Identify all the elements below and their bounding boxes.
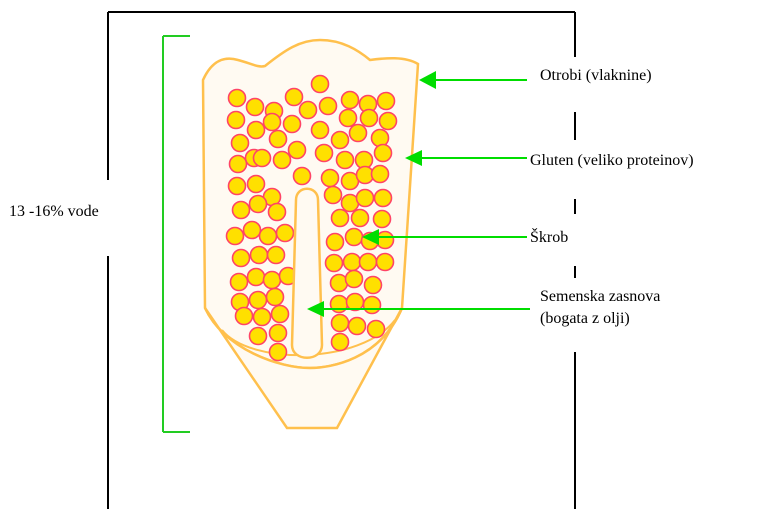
starch-granule — [250, 292, 267, 309]
starch-granule — [230, 156, 247, 173]
starch-granule — [300, 102, 317, 119]
starch-granule — [286, 89, 303, 106]
starch-granule — [346, 271, 363, 288]
starch-granule — [374, 211, 391, 228]
starch-granule — [380, 113, 397, 130]
starch-granule — [248, 176, 265, 193]
starch-granule — [248, 122, 265, 139]
starch-granule — [270, 325, 287, 342]
starch-granule — [232, 135, 249, 152]
starch-granule — [250, 196, 267, 213]
starch-granule — [327, 234, 344, 251]
starch-granule — [236, 308, 253, 325]
starch-granule — [231, 274, 248, 291]
starch-granule — [326, 255, 343, 272]
starch-granule — [365, 277, 382, 294]
starch-granule — [260, 228, 277, 245]
starch-granule — [312, 122, 329, 139]
label-gluten: Gluten (veliko proteinov) — [530, 152, 694, 170]
starch-granule — [254, 150, 271, 167]
starch-granule — [320, 98, 337, 115]
label-germ-line1: Semenska zasnova — [540, 288, 660, 306]
starch-granule — [274, 152, 291, 169]
starch-granule — [254, 309, 271, 326]
starch-granule — [372, 130, 389, 147]
starch-granule — [229, 90, 246, 107]
starch-granule — [332, 132, 349, 149]
label-starch: Škrob — [530, 229, 568, 247]
starch-granule — [349, 318, 366, 335]
starch-granule — [361, 110, 378, 127]
starch-granule — [269, 204, 286, 221]
starch-granule — [289, 142, 306, 159]
label-bran: Otrobi (vlaknine) — [540, 67, 652, 85]
arrow-bran — [419, 71, 527, 89]
starch-granule — [364, 297, 381, 314]
starch-granule — [248, 269, 265, 286]
starch-granule — [277, 225, 294, 242]
starch-granule — [344, 254, 361, 271]
starch-granule — [332, 334, 349, 351]
starch-granule — [340, 110, 357, 127]
starch-granule — [325, 187, 342, 204]
starch-granule — [346, 229, 363, 246]
starch-granule — [347, 294, 364, 311]
starch-granule — [227, 228, 244, 245]
arrow-gluten — [405, 150, 527, 166]
starch-granule — [267, 289, 284, 306]
starch-granule — [372, 166, 389, 183]
starch-granule — [332, 315, 349, 332]
label-water: 13 -16% vode — [9, 203, 99, 221]
starch-granule — [270, 131, 287, 148]
starch-granule — [229, 178, 246, 195]
starch-granule — [268, 247, 285, 264]
starch-granule — [264, 114, 281, 131]
height-bracket — [163, 36, 190, 432]
starch-granule — [251, 247, 268, 264]
starch-granule — [332, 210, 349, 227]
label-germ-line2: (bogata z olji) — [540, 310, 630, 328]
starch-granule — [228, 112, 245, 129]
starch-granule — [378, 93, 395, 110]
starch-granule — [250, 328, 267, 345]
starch-granule — [357, 190, 374, 207]
starch-granule — [247, 99, 264, 116]
starch-granule — [272, 306, 289, 323]
starch-granule — [312, 76, 329, 93]
starch-granule — [377, 254, 394, 271]
starch-granule — [244, 222, 261, 239]
starch-granule — [294, 168, 311, 185]
starch-granule — [337, 152, 354, 169]
starch-granule — [233, 202, 250, 219]
starch-granule — [342, 92, 359, 109]
starch-granule — [284, 116, 301, 133]
starch-granule — [233, 250, 250, 267]
starch-granule — [352, 210, 369, 227]
starch-granule — [264, 272, 281, 289]
starch-granule — [368, 321, 385, 338]
starch-granule — [375, 145, 392, 162]
starch-granule — [350, 125, 367, 142]
starch-granule — [322, 170, 339, 187]
starch-granule — [360, 254, 377, 271]
starch-granule — [377, 232, 394, 249]
starch-granule — [375, 190, 392, 207]
starch-granule — [270, 344, 287, 361]
germ-crease — [292, 189, 322, 358]
starch-granule — [316, 145, 333, 162]
